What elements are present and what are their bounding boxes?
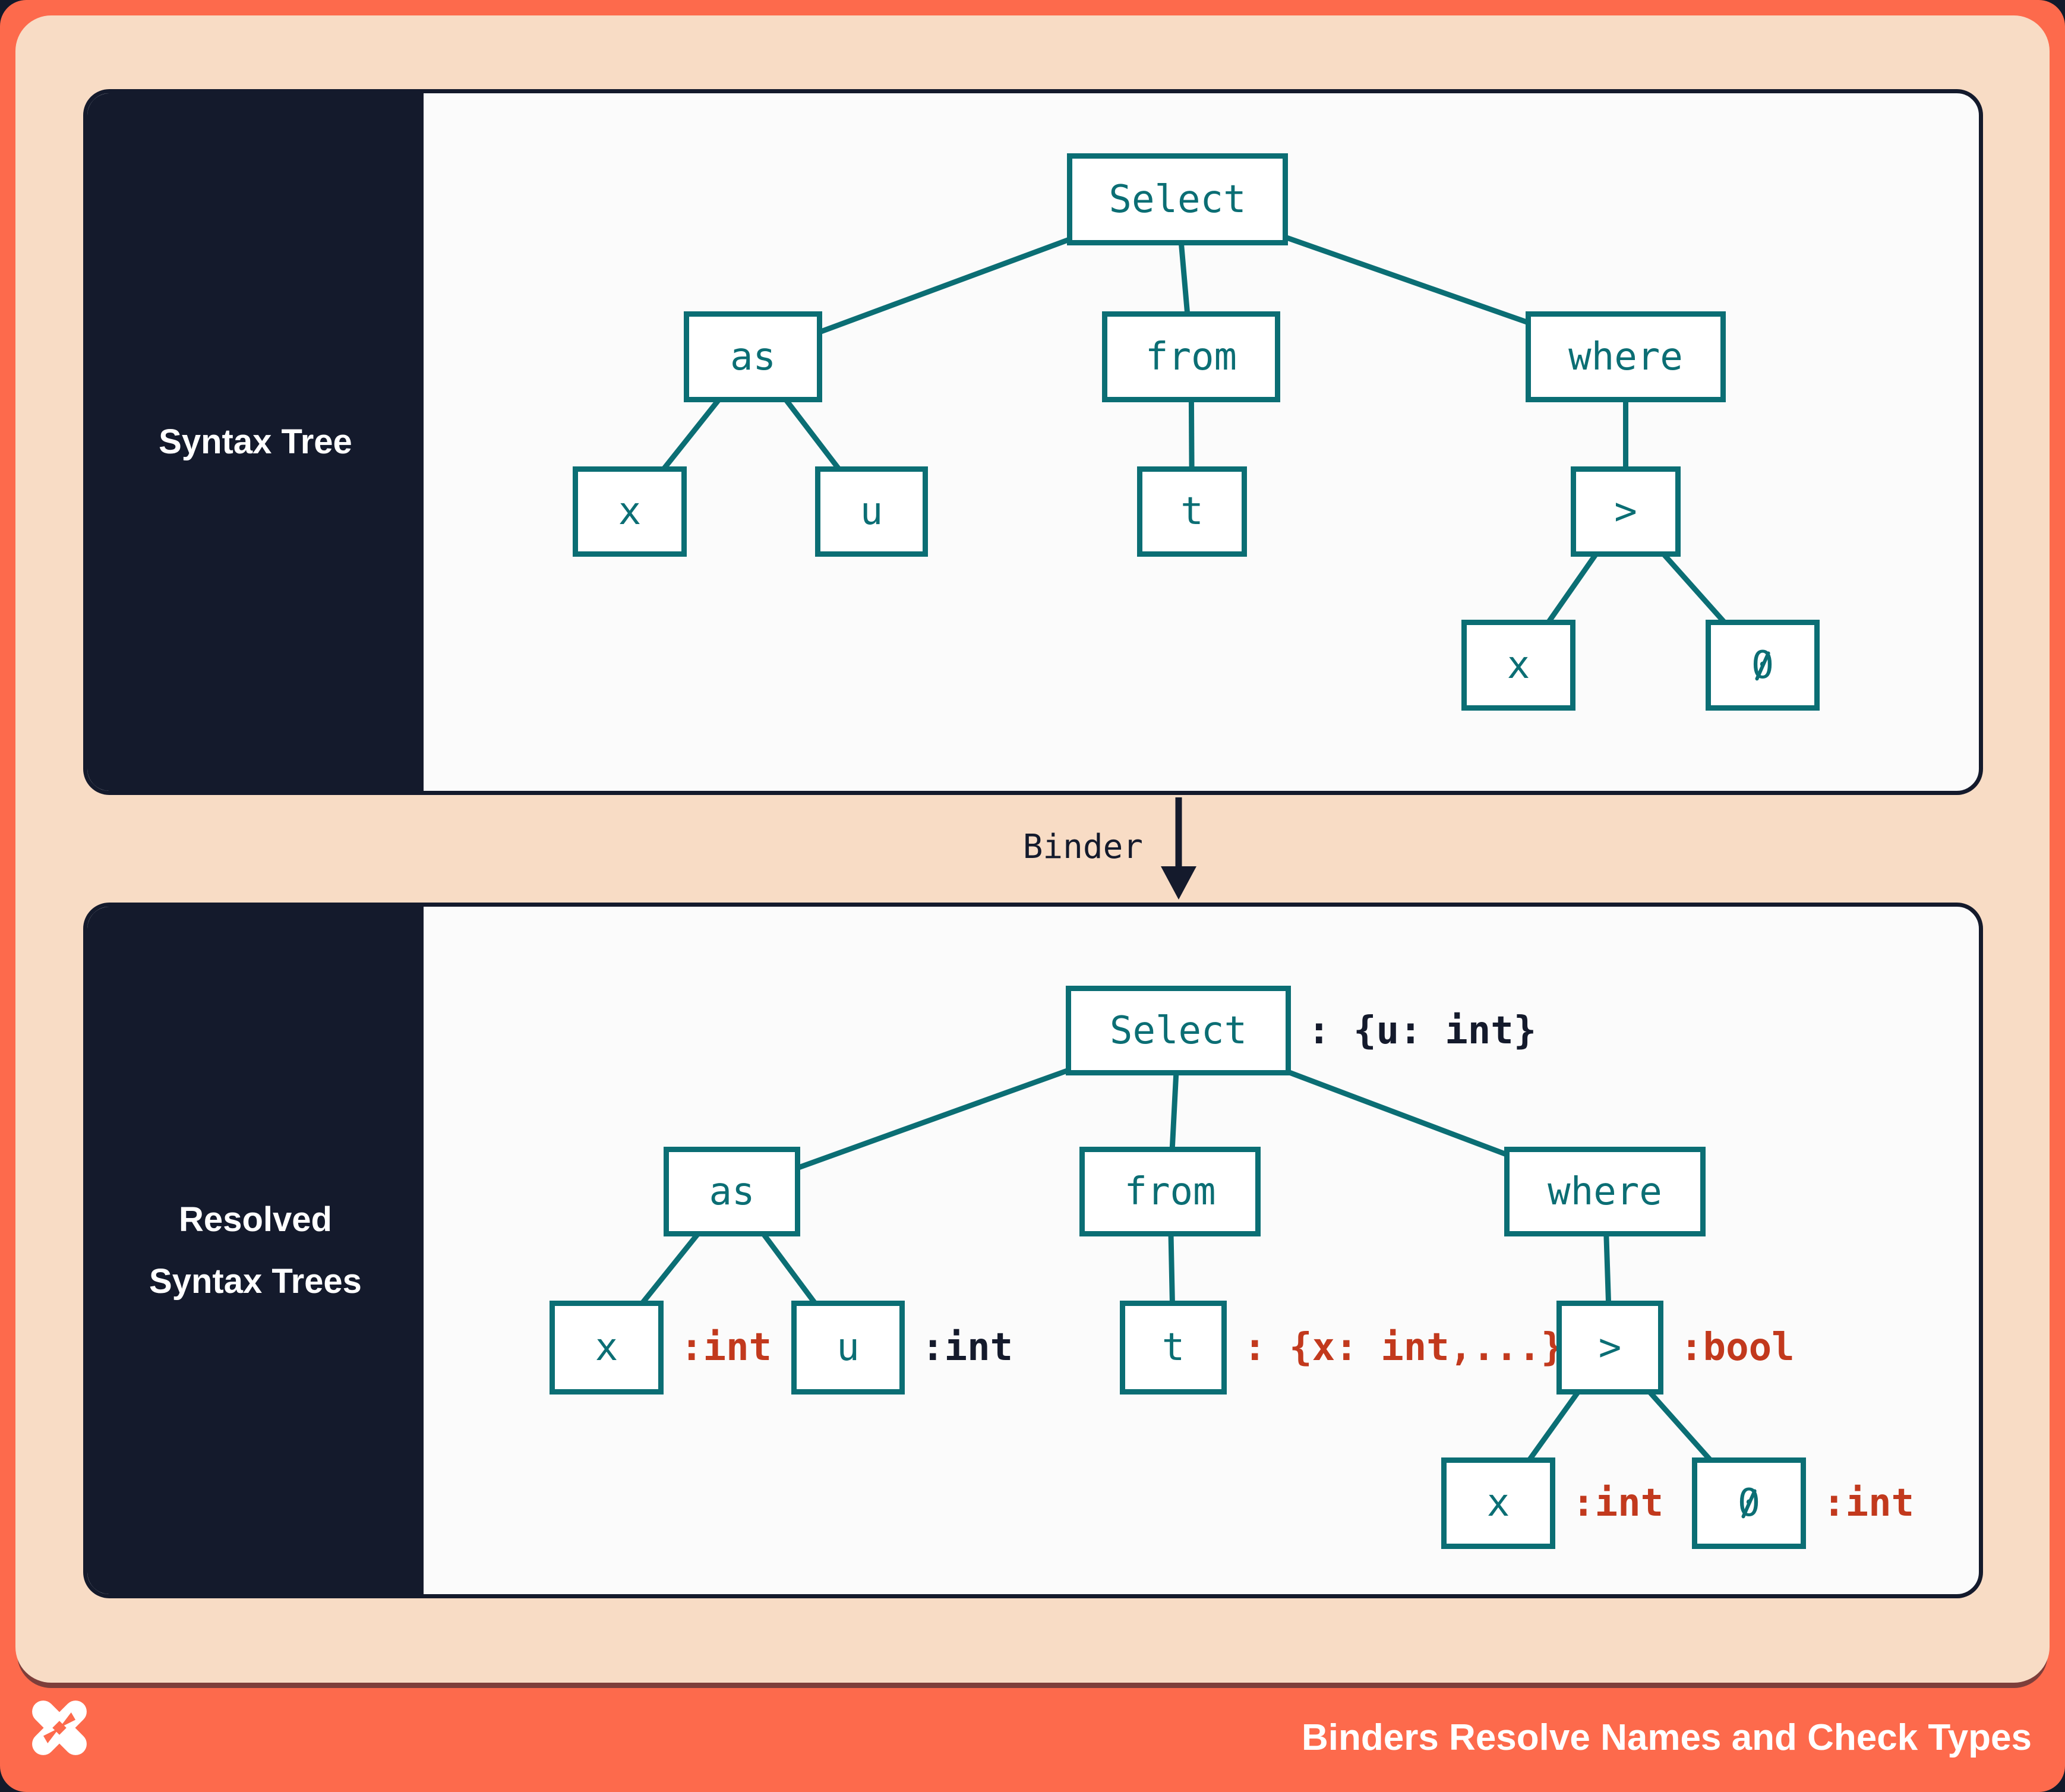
resolved-syntax-trees-sidebar: Resolved Syntax Trees: [87, 907, 424, 1594]
resolved-node-from2: from: [1079, 1147, 1261, 1236]
resolved-annotation-select2: : {u: int}: [1308, 1008, 1537, 1053]
resolved-annotation-zero2: :int: [1823, 1481, 1915, 1525]
resolved-node-u2: u: [791, 1301, 905, 1395]
syntax-node-u: u: [815, 466, 928, 557]
resolved-panel-label-line2: Syntax Trees: [149, 1261, 362, 1301]
syntax-node-label-u: u: [860, 490, 883, 534]
resolved-syntax-trees-panel: Resolved Syntax Trees: [83, 903, 1983, 1598]
resolved-node-zero2: 0: [1692, 1457, 1806, 1549]
resolved-node-label-x3: x: [595, 1326, 618, 1370]
resolved-node-label-gt2: >: [1598, 1326, 1622, 1370]
resolved-node-label-zero2: 0: [1737, 1481, 1761, 1525]
syntax-node-label-x1: x: [618, 490, 642, 534]
resolved-annotation-x4: :int: [1572, 1481, 1664, 1525]
resolved-node-label-x4: x: [1486, 1481, 1510, 1525]
syntax-node-gt: >: [1571, 466, 1681, 557]
syntax-node-select: Select: [1067, 153, 1288, 245]
footer-title: Binders Resolve Names and Check Types: [1301, 1717, 2032, 1758]
syntax-tree-sidebar: Syntax Tree: [87, 93, 424, 791]
resolved-node-x4: x: [1441, 1457, 1555, 1549]
syntax-node-x2: x: [1461, 620, 1575, 711]
binder-step-label: Binder: [1022, 827, 1143, 866]
resolved-node-label-from2: from: [1124, 1169, 1216, 1214]
resolved-annotation-u2: :int: [921, 1326, 1013, 1370]
syntax-node-from: from: [1102, 311, 1280, 402]
resolved-node-label-where2: where: [1548, 1169, 1662, 1214]
resolved-node-label-t2: t: [1161, 1326, 1185, 1370]
dolt-x-logo-icon: [32, 1700, 87, 1755]
syntax-node-t: t: [1137, 466, 1247, 557]
syntax-node-label-gt: >: [1614, 490, 1637, 534]
syntax-node-label-t: t: [1180, 490, 1204, 534]
resolved-node-label-as2: as: [709, 1169, 755, 1214]
resolved-node-x3: x: [550, 1301, 664, 1395]
syntax-tree-panel-label: Syntax Tree: [159, 422, 352, 462]
syntax-tree-panel: Syntax Tree: [83, 89, 1983, 795]
resolved-panel-label-line1: Resolved: [179, 1200, 332, 1239]
resolved-annotation-t2: : {x: int,...}: [1243, 1326, 1564, 1370]
footer-bar: Binders Resolve Names and Check Types: [0, 1683, 2065, 1792]
syntax-node-zero: 0: [1706, 620, 1820, 711]
resolved-node-as2: as: [664, 1147, 800, 1236]
resolved-node-gt2: >: [1556, 1301, 1663, 1395]
syntax-node-label-select: Select: [1109, 177, 1246, 222]
resolved-node-label-u2: u: [836, 1326, 860, 1370]
resolved-node-label-select2: Select: [1109, 1008, 1248, 1053]
resolved-annotation-x3: :int: [680, 1326, 772, 1370]
syntax-node-where: where: [1526, 311, 1726, 402]
resolved-annotation-gt2: :bool: [1680, 1326, 1795, 1370]
syntax-node-label-from: from: [1145, 335, 1237, 379]
syntax-node-label-x2: x: [1507, 643, 1530, 687]
syntax-node-x1: x: [573, 466, 687, 557]
syntax-node-label-as: as: [730, 335, 776, 379]
syntax-node-label-zero: 0: [1751, 643, 1774, 687]
resolved-node-select2: Select: [1066, 986, 1291, 1075]
resolved-node-where2: where: [1504, 1147, 1706, 1236]
resolved-node-t2: t: [1120, 1301, 1227, 1395]
syntax-node-label-where: where: [1568, 335, 1683, 379]
syntax-node-as: as: [684, 311, 822, 402]
